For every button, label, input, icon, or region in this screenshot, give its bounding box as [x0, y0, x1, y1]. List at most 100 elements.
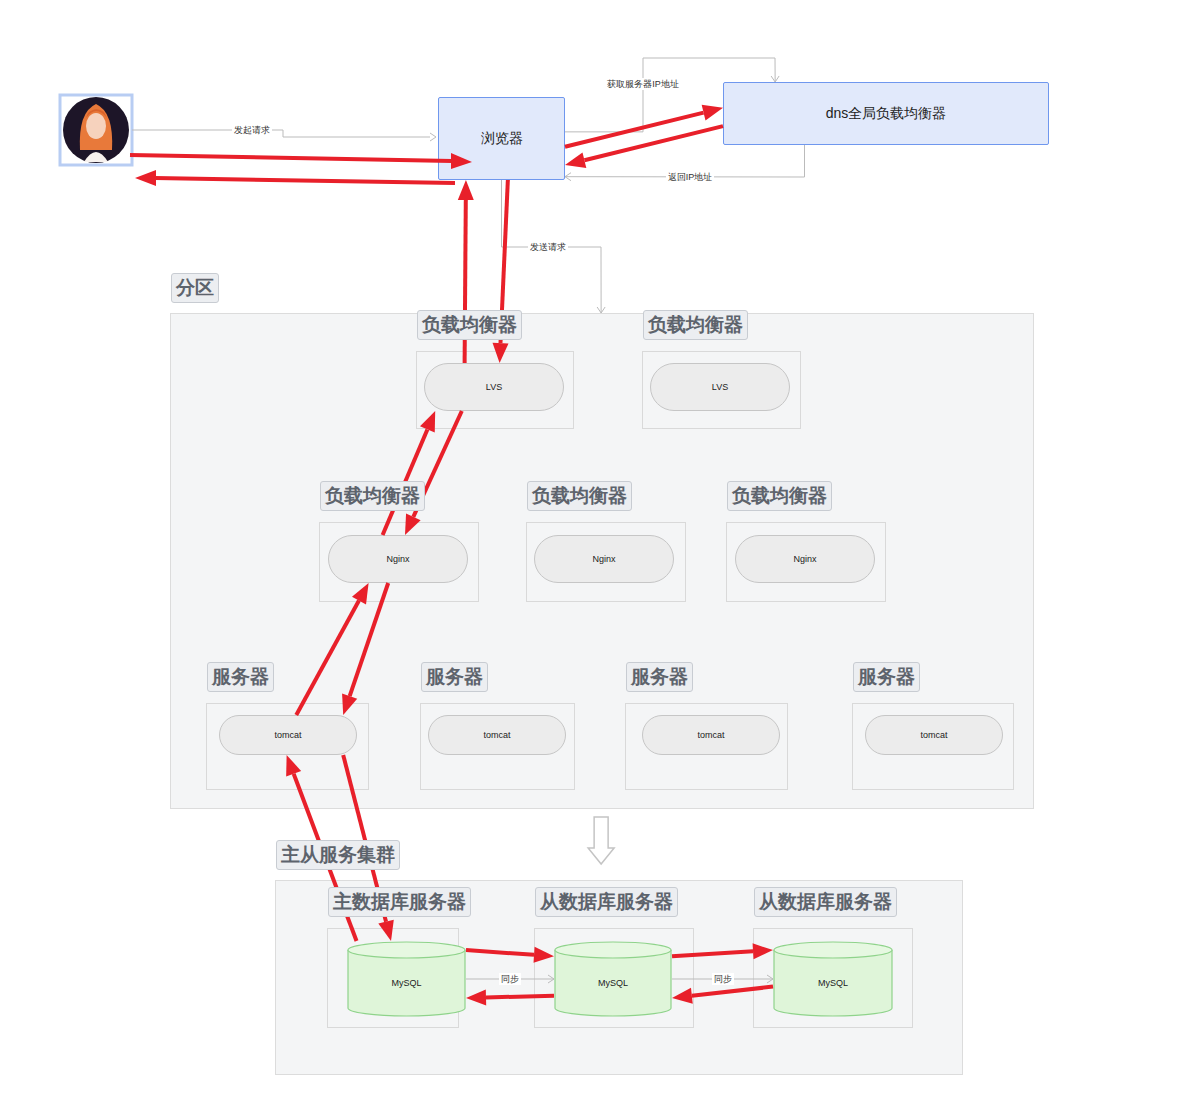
node-label: MySQL [598, 978, 628, 988]
group-heading: 负载均衡器 [417, 310, 522, 340]
node-label: dns全局负载均衡器 [826, 105, 947, 123]
hollow-arrow [588, 817, 614, 864]
service-pill: tomcat [428, 715, 566, 755]
cylinder-body [348, 950, 465, 1016]
group-heading: 分区 [171, 273, 219, 303]
node-label: LVS [486, 382, 502, 392]
region-panel: 主从服务集群主数据库服务器MySQL从数据库服务器MySQL从数据库服务器MyS… [275, 880, 963, 1075]
group-heading: 从数据库服务器 [754, 887, 897, 917]
group-heading: 服务器 [853, 662, 920, 692]
flow-arrow [565, 105, 723, 147]
group-heading: 负载均衡器 [727, 481, 832, 511]
database-cylinder: MySQL [773, 941, 893, 1017]
node-label: tomcat [920, 730, 947, 740]
group-heading: 从数据库服务器 [535, 887, 678, 917]
red-arrow [155, 178, 455, 183]
cylinder-body [774, 950, 892, 1016]
cylinder-top [774, 942, 892, 958]
service-pill: Nginx [328, 535, 468, 583]
node-label: tomcat [274, 730, 301, 740]
group-box: 服务器tomcat [420, 703, 575, 790]
text-holder: dns全局负载均衡器 [724, 83, 1048, 144]
group-heading: 主数据库服务器 [328, 887, 471, 917]
process-box: dns全局负载均衡器 [723, 82, 1049, 145]
group-heading: 负载均衡器 [527, 481, 632, 511]
group-box: 负载均衡器LVS [642, 351, 801, 429]
avatar-disc [63, 97, 129, 163]
red-arrow-line [584, 126, 723, 160]
text-holder: LVS [651, 364, 789, 410]
node-label: tomcat [483, 730, 510, 740]
cylinder-top [348, 942, 465, 958]
group-box: 主数据库服务器MySQL [327, 928, 459, 1028]
service-pill: tomcat [219, 715, 357, 755]
text-holder: MySQL [773, 941, 893, 1017]
service-pill: tomcat [865, 715, 1003, 755]
text-holder: tomcat [643, 716, 779, 754]
group-box: 从数据库服务器MySQL [753, 928, 913, 1028]
arrowhead [565, 173, 571, 181]
node-label: tomcat [697, 730, 724, 740]
service-pill: LVS [650, 363, 790, 411]
text-holder: MySQL [347, 941, 466, 1017]
text-holder: Nginx [535, 536, 673, 582]
group-box: 负载均衡器Nginx [319, 522, 479, 602]
red-arrow-line [486, 996, 554, 998]
edge-label: 同步 [499, 973, 521, 985]
text-holder: Nginx [736, 536, 874, 582]
connector-line [502, 180, 602, 313]
group-heading: 负载均衡器 [643, 310, 748, 340]
edge-label: 同步 [712, 973, 734, 985]
service-pill: tomcat [642, 715, 780, 755]
service-pill: Nginx [534, 535, 674, 583]
node-label: Nginx [592, 554, 615, 564]
text-holder: tomcat [866, 716, 1002, 754]
node-label: MySQL [818, 978, 848, 988]
service-pill: LVS [424, 363, 564, 411]
text-holder: Nginx [329, 536, 467, 582]
avatar-face [86, 113, 106, 139]
region-panel: 分区负载均衡器LVS负载均衡器LVS负载均衡器Nginx负载均衡器Nginx负载… [170, 313, 1034, 809]
node-label: MySQL [391, 978, 421, 988]
group-heading: 主从服务集群 [276, 840, 400, 870]
connector [502, 180, 606, 313]
database-cylinder: MySQL [554, 941, 672, 1017]
avatar-hair [80, 104, 112, 150]
request-line [132, 130, 430, 137]
arrowhead [702, 105, 723, 121]
edge-label: 发起请求 [232, 124, 272, 136]
avatar-frame [60, 95, 132, 165]
group-heading: 负载均衡器 [320, 481, 425, 511]
text-holder: LVS [425, 364, 563, 410]
cylinder-body [555, 950, 671, 1016]
database-cylinder: MySQL [347, 941, 466, 1017]
red-arrow-line [565, 113, 704, 147]
process-box: 浏览器 [438, 97, 565, 180]
request-arrowhead [430, 133, 436, 141]
group-heading: 服务器 [421, 662, 488, 692]
text-holder: tomcat [220, 716, 356, 754]
red-arrow [130, 155, 452, 161]
group-box: 服务器tomcat [206, 703, 369, 790]
node-label: Nginx [386, 554, 409, 564]
text-holder: MySQL [554, 941, 672, 1017]
group-box: 负载均衡器LVS [416, 351, 574, 429]
node-label: 浏览器 [481, 130, 523, 148]
avatar-fringe [86, 109, 107, 118]
group-box: 负载均衡器Nginx [526, 522, 686, 602]
edge-label: 发送请求 [528, 241, 568, 253]
arrowhead [458, 180, 474, 200]
edge-label: 返回IP地址 [666, 171, 715, 183]
node-label: LVS [712, 382, 728, 392]
node-label: Nginx [793, 554, 816, 564]
avatar-body [84, 152, 108, 162]
service-pill: Nginx [735, 535, 875, 583]
connector [588, 817, 614, 864]
group-box: 服务器tomcat [625, 703, 788, 790]
group-heading: 服务器 [207, 662, 274, 692]
arrowhead [565, 153, 586, 169]
text-holder: 浏览器 [439, 98, 564, 179]
flow-arrow [565, 126, 723, 168]
group-box: 负载均衡器Nginx [726, 522, 886, 602]
group-heading: 服务器 [626, 662, 693, 692]
